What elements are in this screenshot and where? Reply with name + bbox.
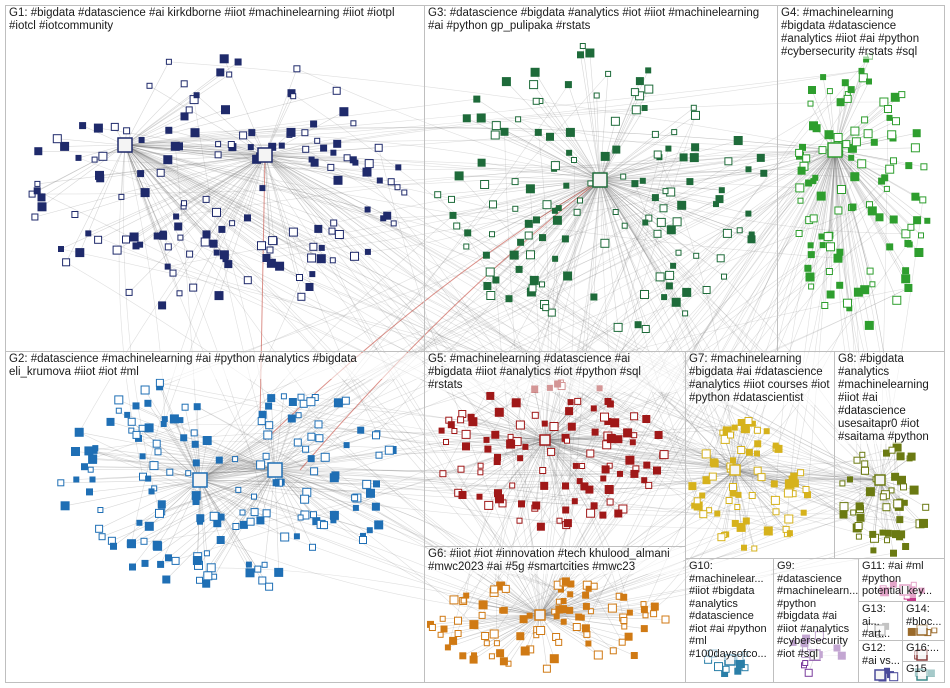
group-box-g7: G7: #machinelearning #bigdata #ai #datas…	[685, 351, 835, 559]
group-label-g5: G5: #machinelearning #datascience #ai #b…	[428, 353, 683, 392]
group-label-g13: G13: ai... #art...	[862, 603, 900, 641]
group-box-g6: G6: #iiot #iot #innovation #tech khulood…	[424, 546, 686, 683]
group-box-g2: G2: #datascience #machinelearning #ai #p…	[5, 351, 425, 683]
group-box-g8: G8: #bigdata #analytics #machinelearning…	[834, 351, 945, 559]
group-label-g3: G3: #datascience #bigdata #analytics #io…	[428, 7, 775, 33]
group-box-g1: G1: #bigdata #datascience #ai kirkdborne…	[5, 5, 425, 352]
group-box-g14: G14: #bloc...	[902, 601, 945, 641]
group-label-g6: G6: #iiot #iot #innovation #tech khulood…	[428, 548, 683, 574]
group-box-g4: G4: #machinelearning #bigdata #datascien…	[777, 5, 945, 352]
group-label-g1: G1: #bigdata #datascience #ai kirkdborne…	[9, 7, 422, 33]
group-box-g15: G15	[902, 661, 945, 683]
group-box-g13: G13: ai... #art...	[858, 601, 903, 641]
group-box-g12: G12: #ai vs...	[858, 640, 903, 683]
group-label-g16: G16:...	[906, 642, 942, 655]
group-label-g2: G2: #datascience #machinelearning #ai #p…	[9, 353, 422, 379]
group-label-g11: G11: #ai #ml #python potential key...	[862, 560, 942, 598]
group-box-g3: G3: #datascience #bigdata #analytics #io…	[424, 5, 778, 352]
group-label-g7: G7: #machinelearning #bigdata #ai #datas…	[689, 353, 832, 405]
group-box-g9: G9: #datascience #machinelearn... #pytho…	[773, 558, 859, 683]
group-label-g8: G8: #bigdata #analytics #machinelearning…	[838, 353, 942, 444]
group-label-g14: G14: #bloc...	[906, 603, 942, 628]
group-box-g10: G10: #machinelear... #iiot #bigdata #ana…	[685, 558, 774, 683]
group-label-g10: G10: #machinelear... #iiot #bigdata #ana…	[689, 560, 771, 660]
group-box-g11: G11: #ai #ml #python potential key...	[858, 558, 945, 602]
group-box-g16: G16:...	[902, 640, 945, 662]
group-label-g4: G4: #machinelearning #bigdata #datascien…	[781, 7, 942, 59]
group-label-g9: G9: #datascience #machinelearn... #pytho…	[777, 560, 856, 660]
group-label-g15: G15	[906, 663, 942, 676]
group-label-g12: G12: #ai vs...	[862, 642, 900, 667]
group-box-g5: G5: #machinelearning #datascience #ai #b…	[424, 351, 686, 547]
